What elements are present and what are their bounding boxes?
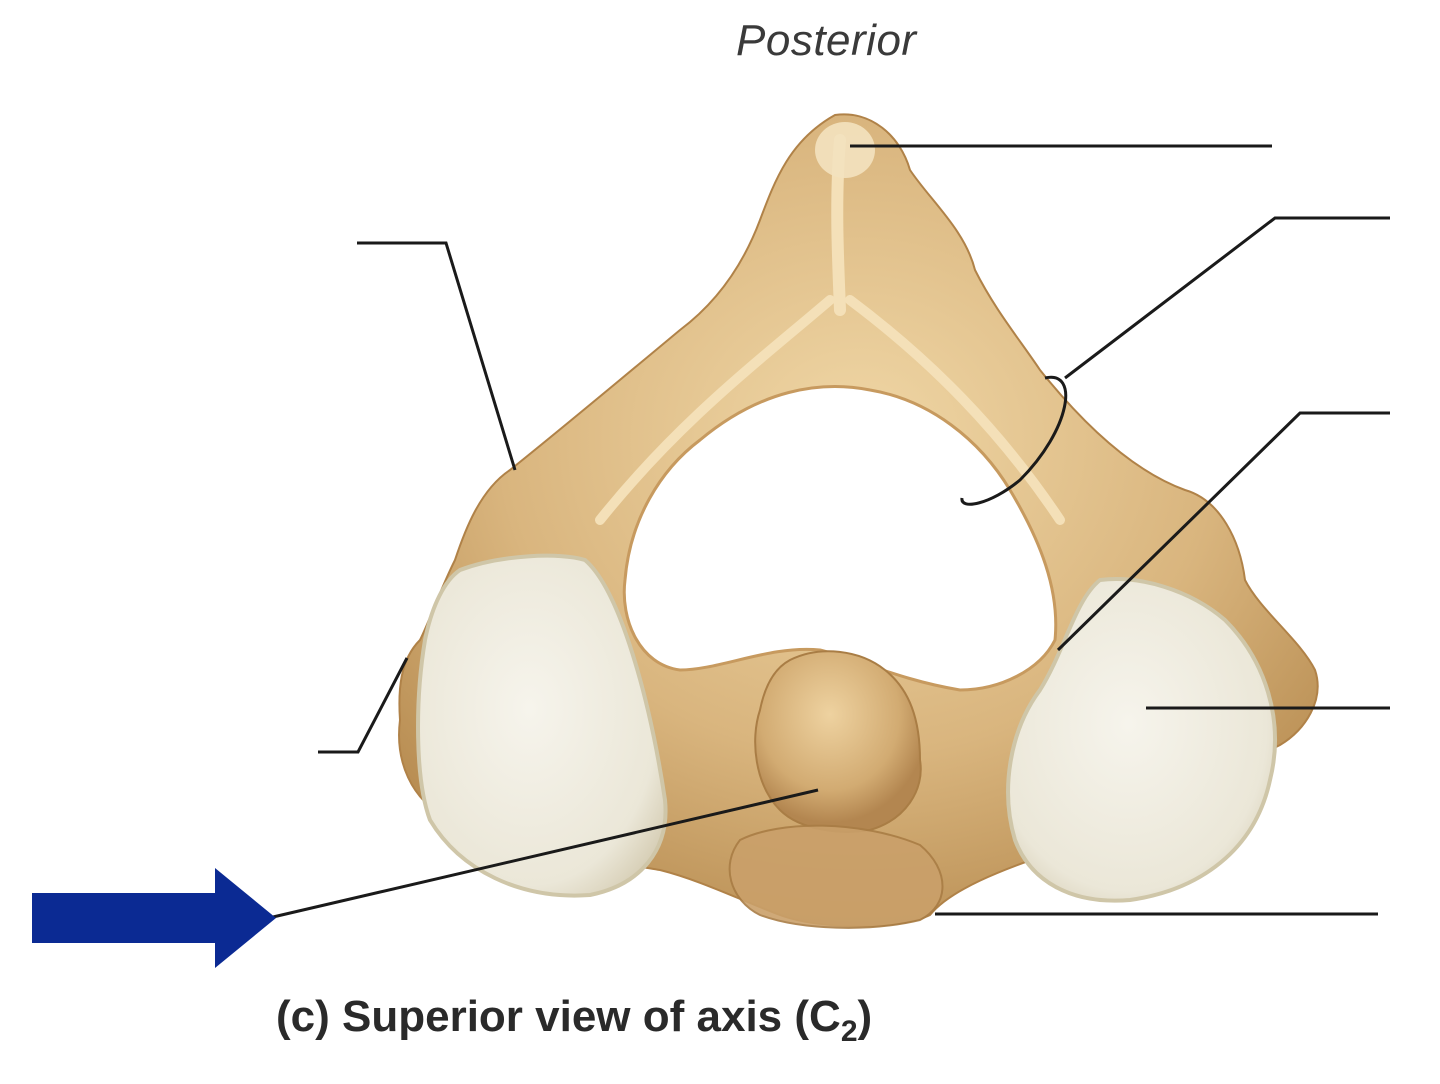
leader-line-transverse-process-left [357, 241, 517, 471]
left-superior-articular-facet [416, 553, 668, 898]
leader-line-dens [272, 788, 819, 919]
dens [754, 650, 922, 833]
leader-lines [272, 144, 1390, 919]
orientation-label: Posterior [736, 16, 917, 65]
caption-subscript: 2 [840, 1015, 858, 1048]
body-of-axis [728, 824, 944, 929]
lamina-ridge-left [595, 295, 835, 525]
caption-suffix: ) [857, 992, 873, 1041]
spinous-process-tip [815, 122, 875, 178]
figure-caption: (c) Superior view of axis (C2) [276, 992, 872, 1049]
leader-line-transverse-foramen [318, 657, 409, 754]
lamina-ridge-right [845, 295, 1065, 525]
leader-line-lamina [1064, 216, 1390, 380]
vertebral-foramen [622, 385, 1058, 692]
leader-line-pedicle [1056, 411, 1390, 652]
caption-prefix: (c) Superior view of axis (C [276, 992, 841, 1041]
lamina-bracket [960, 375, 1068, 506]
arrow-icon [32, 868, 276, 968]
right-superior-articular-facet [1006, 577, 1277, 903]
